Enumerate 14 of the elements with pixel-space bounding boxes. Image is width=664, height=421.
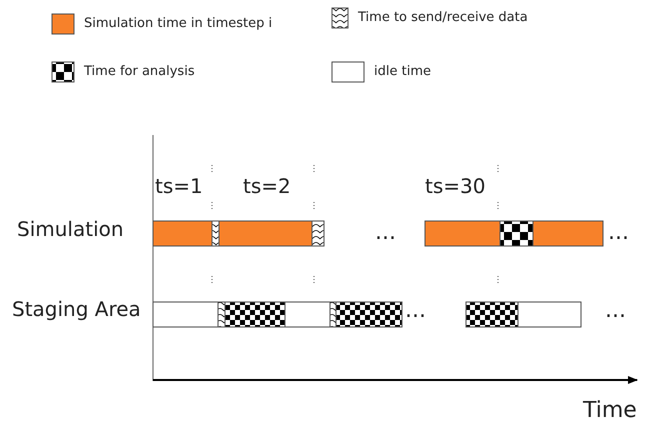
- row-label: Staging Area: [12, 299, 141, 319]
- ellipsis: ...: [605, 300, 626, 322]
- legend-label: Time to send/receive data: [358, 11, 528, 24]
- legend-label: idle time: [374, 65, 431, 78]
- legend-label: Simulation time in timestep i: [84, 17, 272, 30]
- row-label: Simulation: [17, 219, 124, 239]
- axis-label: Time: [583, 400, 637, 421]
- legend-label: Time for analysis: [84, 65, 195, 78]
- timestep-label: ts=2: [243, 176, 291, 196]
- timestep-label: ts=1: [155, 176, 203, 196]
- ellipsis: ...: [375, 222, 396, 244]
- ellipsis: ...: [608, 222, 629, 244]
- timestep-label: ts=30: [425, 176, 486, 196]
- ellipsis: ...: [405, 300, 426, 322]
